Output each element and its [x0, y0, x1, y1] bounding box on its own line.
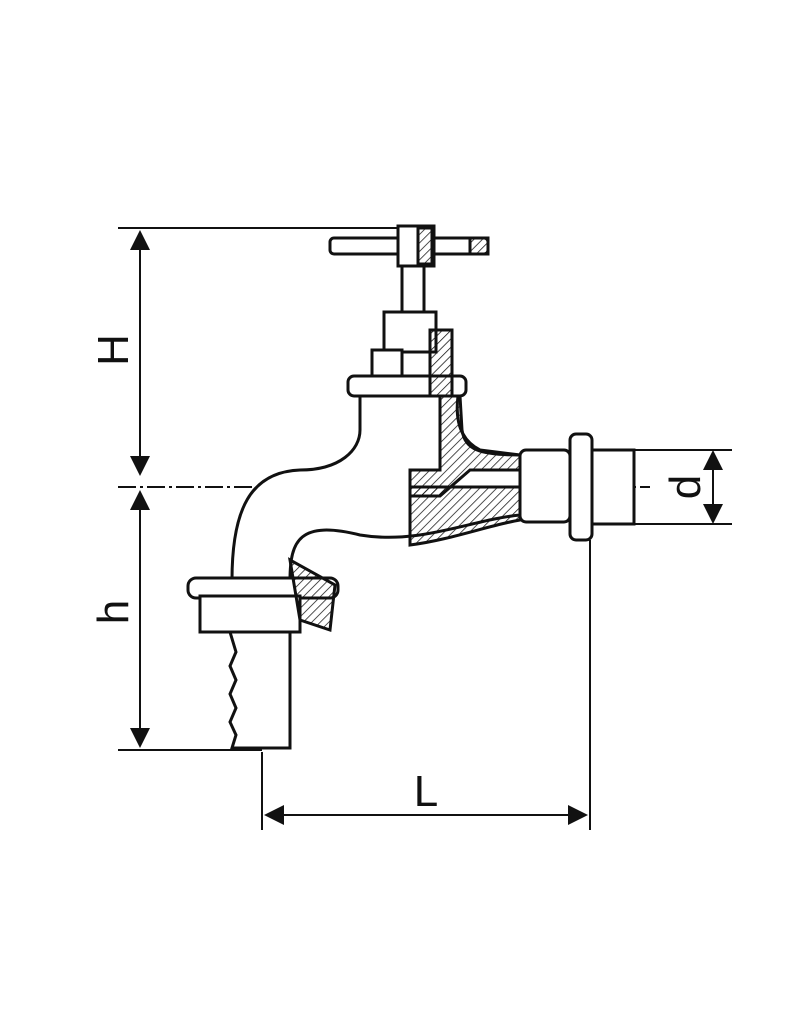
label-h: h — [89, 600, 138, 624]
handle-hatch — [468, 236, 490, 256]
inlet-flange — [568, 432, 594, 542]
gland-nut — [370, 348, 404, 378]
inlet-hex — [518, 448, 572, 524]
stem — [400, 264, 426, 314]
inlet-thread — [590, 448, 636, 526]
hub-hatch — [416, 226, 434, 266]
tap-body — [186, 224, 636, 750]
label-d: d — [661, 475, 710, 499]
label-L: L — [414, 767, 438, 816]
label-H: H — [89, 334, 138, 366]
outlet-nut — [198, 594, 302, 634]
hose-tail — [227, 630, 292, 750]
outlet-section — [288, 557, 337, 633]
seat-section — [408, 394, 522, 498]
gland — [382, 310, 438, 354]
